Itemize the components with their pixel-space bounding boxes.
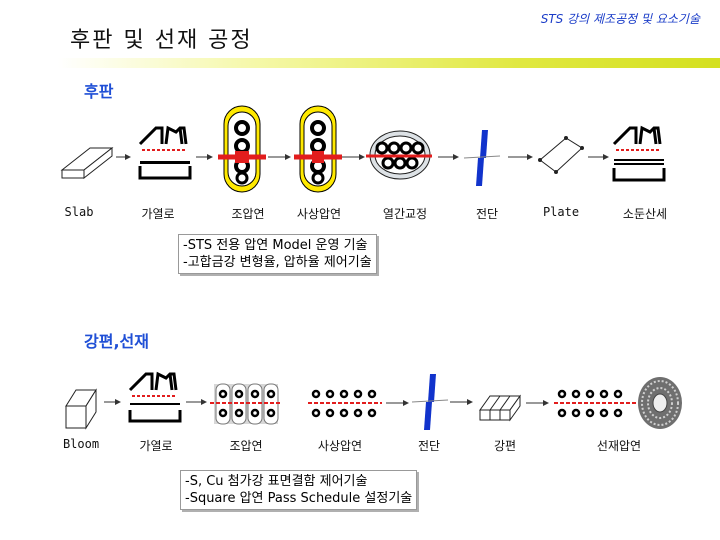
step-label-shear: 전단 bbox=[417, 439, 441, 453]
step-label-plate: Plate bbox=[542, 205, 580, 219]
plate-section-label: 후판 bbox=[84, 82, 114, 101]
step-label-finishing-mill: 사상압연 bbox=[296, 207, 342, 221]
finishing-mill-icon bbox=[308, 389, 382, 418]
step-label-wire-rod-mill: 선재압연 bbox=[596, 439, 642, 453]
step-label-roughing-mill: 조압연 bbox=[231, 207, 265, 221]
plate-icon bbox=[538, 136, 584, 174]
step-label-reheating-furnace: 가열로 bbox=[141, 207, 175, 221]
note-line: -S, Cu 첨가강 표면결함 제어기술 bbox=[185, 474, 368, 489]
note-line: -Square 압연 Pass Schedule 설정기술 bbox=[185, 491, 413, 506]
finishing-mill-icon bbox=[294, 105, 342, 193]
slab-icon bbox=[60, 146, 114, 180]
billet-icon bbox=[479, 394, 521, 422]
wire-tech-notes: -S, Cu 첨가강 표면결함 제어기술 -Square 압연 Pass Sch… bbox=[180, 470, 418, 510]
bloom-icon bbox=[65, 388, 97, 430]
step-label-billet: 강편 bbox=[493, 439, 517, 453]
step-label-slab: Slab bbox=[64, 205, 94, 219]
step-label-shear: 전단 bbox=[475, 207, 499, 221]
step-label-reheating-furnace: 가열로 bbox=[139, 439, 173, 453]
page-title: 후판 및 선재 공정 bbox=[70, 28, 253, 53]
step-label-annealing-pickling: 소둔산세 bbox=[622, 207, 668, 221]
step-label-finishing-mill: 사상압연 bbox=[317, 439, 363, 453]
wire-coil-icon bbox=[638, 377, 682, 429]
annealing-furnace-icon bbox=[612, 125, 666, 182]
roughing-mill-icon bbox=[210, 383, 282, 425]
hot-leveler-icon bbox=[366, 130, 432, 180]
shear-icon bbox=[411, 374, 449, 430]
reheating-furnace-icon bbox=[138, 125, 192, 180]
title-underline-bar bbox=[58, 58, 720, 68]
reheating-furnace-icon bbox=[128, 371, 182, 423]
roughing-mill-icon bbox=[218, 105, 266, 193]
note-line: -고합금강 변형율, 압하율 제어기술 bbox=[183, 255, 372, 270]
wire-rod-mill-icon bbox=[554, 389, 638, 418]
page-subtitle: STS 강의 제조공정 및 요소기술 bbox=[540, 12, 700, 26]
note-line: -STS 전용 압연 Model 운영 기술 bbox=[183, 238, 368, 253]
step-label-hot-leveler: 열간교정 bbox=[382, 207, 428, 221]
wire-section-label: 강편,선재 bbox=[84, 332, 149, 351]
step-label-roughing-mill: 조압연 bbox=[229, 439, 263, 453]
step-label-bloom: Bloom bbox=[62, 437, 100, 451]
plate-tech-notes: -STS 전용 압연 Model 운영 기술 -고합금강 변형율, 압하율 제어… bbox=[178, 234, 377, 274]
shear-icon bbox=[463, 130, 501, 186]
